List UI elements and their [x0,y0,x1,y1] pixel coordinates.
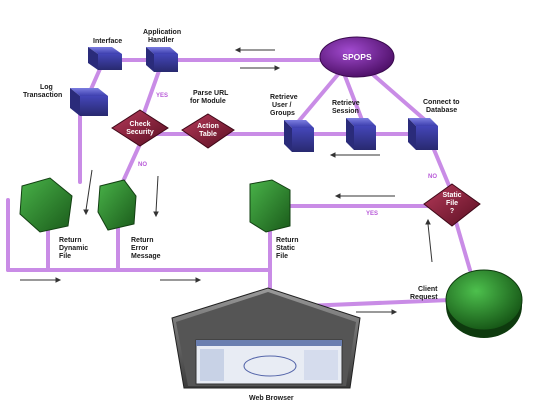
return-error-message-cube [97,179,137,231]
parse-url-label-1: Parse URL [193,90,229,97]
action-table-label-1: Action [197,123,219,130]
return-error-message-label-1: Return [131,237,154,244]
static-file-label-2: File [446,200,458,207]
red-diamond-icon [111,109,169,147]
application-handler-box [146,47,178,72]
green-cube-icon [19,177,73,233]
return-dynamic-file-label-3: File [59,253,71,260]
action-table-label-2: Table [199,131,217,138]
return-dynamic-file-label-1: Return [59,237,82,244]
interface-label: Interface [93,38,122,45]
monitor-icon [171,287,361,389]
web-browser-label: Web Browser [249,395,294,402]
blue-box-icon [408,118,438,150]
yes-label-static: YES [366,211,378,217]
node-labels: Interface Application Handler Log Transa… [23,29,460,402]
return-dynamic-file-label-2: Dynamic [59,245,88,252]
static-file-diamond: Static File ? [423,183,481,227]
parse-url-label-2: for Module [190,98,226,105]
log-transaction-box [70,88,108,116]
blue-box-icon [284,120,314,152]
check-security-label-1: Check [129,121,150,128]
branch-labels: YES NO YES NO [138,93,437,217]
flow-arrows [20,47,433,315]
client-request-label-2: Request [410,294,438,301]
blue-box-icon [88,47,122,70]
spops-node: SPOPS [319,36,395,78]
check-security-diamond: Check Security [111,109,169,147]
retrieve-session-box [346,118,376,150]
return-error-message-label-3: Message [131,253,161,260]
retrieve-user-groups-label-2: User / [272,102,292,109]
client-request-disc [445,269,523,338]
green-cube-icon [97,179,137,231]
client-request-label-1: Client [418,286,438,293]
blue-box-icon [70,88,108,116]
retrieve-user-groups-label-3: Groups [270,110,295,117]
retrieve-user-groups-box [284,120,314,152]
retrieve-session-label-2: Session [332,108,359,115]
retrieve-session-label-1: Retrieve [332,100,360,107]
no-label-static: NO [428,174,437,180]
return-static-file-label-3: File [276,253,288,260]
retrieve-user-groups-label-1: Retrieve [270,94,298,101]
interface-box [88,47,122,70]
blue-box-icon [346,118,376,150]
green-disc-icon [445,269,523,331]
return-static-file-cube [249,179,291,233]
return-error-message-label-2: Error [131,245,148,252]
check-security-label-2: Security [126,129,154,136]
static-file-label-3: ? [450,208,454,215]
return-static-file-label-1: Return [276,237,299,244]
log-transaction-label-1: Log [40,84,53,91]
spops-label: SPOPS [342,52,372,62]
purple-ellipse-icon [319,36,395,78]
action-table-diamond: Action Table [181,113,235,149]
yes-label-security: YES [156,93,168,99]
no-label-security: NO [138,162,147,168]
return-static-file-label-2: Static [276,245,295,252]
green-cube-icon [249,179,291,233]
application-handler-label-2: Handler [148,37,174,44]
blue-box-icon [146,47,178,72]
static-file-label-1: Static [442,192,461,199]
log-transaction-label-2: Transaction [23,92,62,99]
connect-to-database-box [408,118,438,150]
connect-to-database-label-1: Connect to [423,99,460,106]
red-diamond-icon [181,113,235,149]
return-dynamic-file-cube [19,177,73,233]
application-handler-label-1: Application [143,29,181,36]
red-diamond-icon [423,183,481,227]
connect-to-database-label-2: Database [426,107,457,114]
web-browser-monitor [171,287,361,389]
